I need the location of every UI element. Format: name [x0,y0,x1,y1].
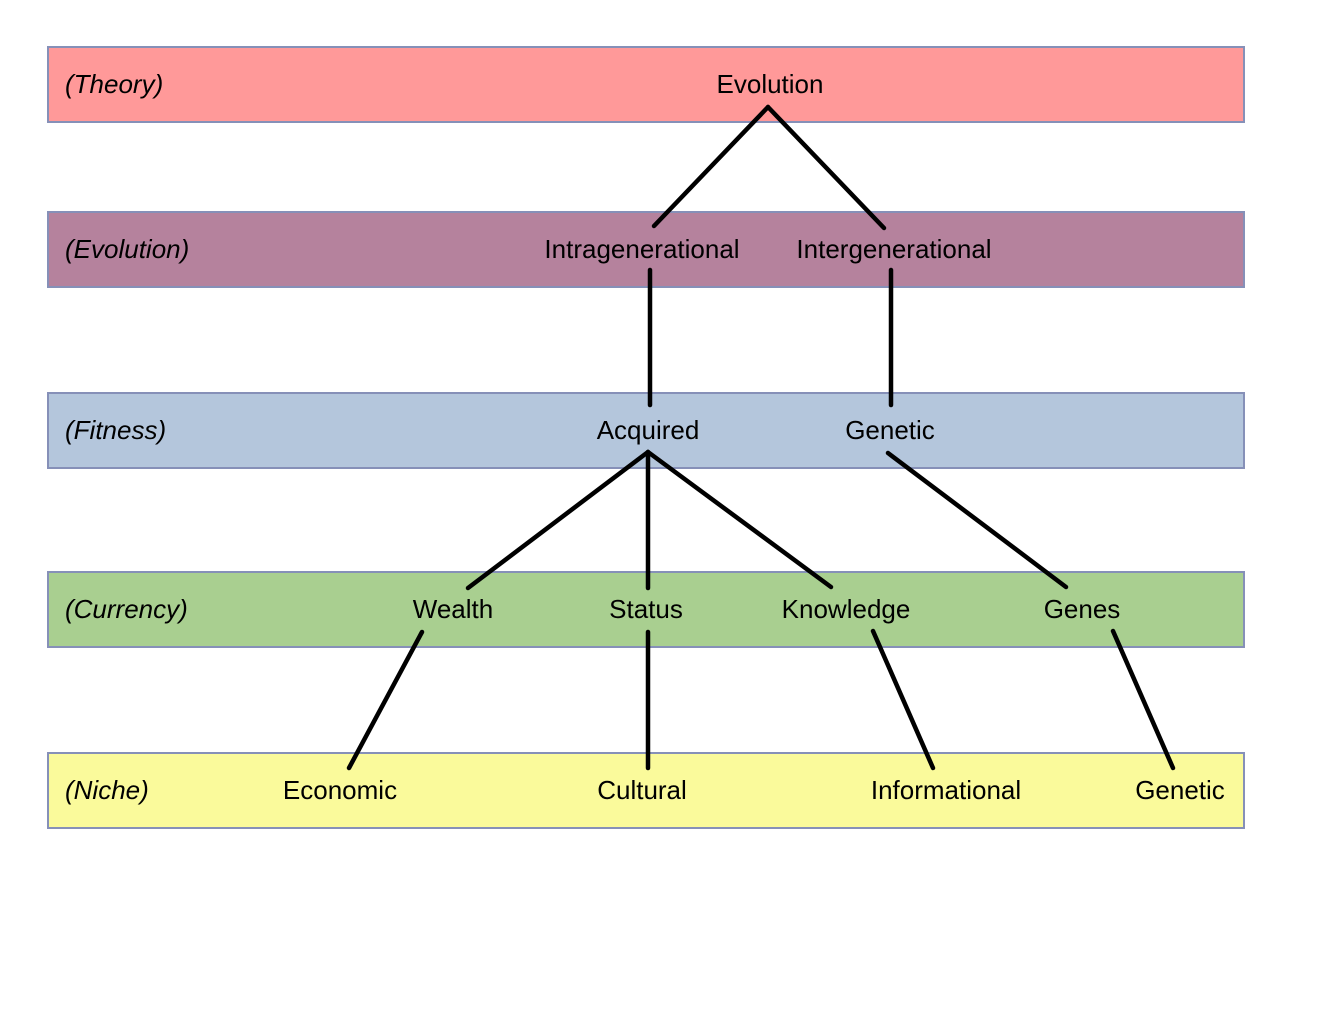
node-genetic-niche: Genetic [1135,775,1225,805]
band-currency: (Currency) Wealth Status Knowledge Genes [47,571,1245,648]
row-label-theory: (Theory) [65,69,164,99]
node-knowledge: Knowledge [781,594,911,624]
edge-evolution-intergenerational [765,104,887,231]
row-label-fitness: (Fitness) [65,415,167,445]
edge-knowledge-informational [870,628,936,771]
node-genes: Genes [1043,594,1121,624]
row-label-currency: (Currency) [65,594,188,624]
node-cultural: Cultural [597,775,687,805]
edge-acquired-knowledge [645,449,834,590]
edge-genetic-genes [885,450,1069,590]
node-wealth: Wealth [412,594,494,624]
node-intergenerational: Intergenerational [796,234,992,264]
band-evolution: (Evolution) Intragenerational Intergener… [47,211,1245,288]
node-informational: Informational [870,775,1022,805]
node-genetic-fitness: Genetic [845,415,935,445]
band-fitness: (Fitness) Acquired Genetic [47,392,1245,469]
node-evolution: Evolution [716,69,824,99]
band-niche: (Niche) Economic Cultural Informational … [47,752,1245,829]
edge-acquired-wealth [465,449,651,591]
node-intragenerational: Intragenerational [544,234,740,264]
edge-genes-genetic [1110,628,1176,771]
row-label-evolution: (Evolution) [65,234,190,264]
edge-evolution-intragenerational [651,104,771,229]
band-theory: (Theory) Evolution [47,46,1245,123]
node-acquired: Acquired [596,415,700,445]
row-label-niche: (Niche) [65,775,149,805]
node-status: Status [609,594,683,624]
node-economic: Economic [282,775,398,805]
edge-wealth-economic [346,629,425,771]
